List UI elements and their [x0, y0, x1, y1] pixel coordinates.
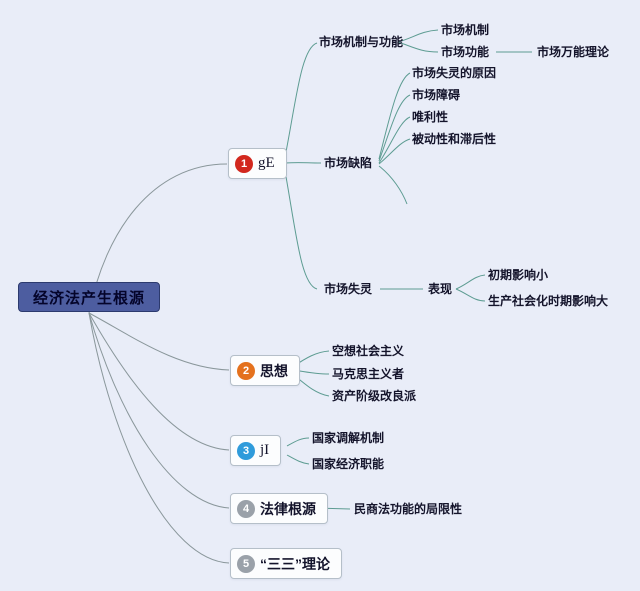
branch-1-number-badge: 1	[235, 154, 253, 173]
topic-utopian[interactable]: 空想社会主义	[332, 344, 405, 358]
branch-5-label: “三三”理论	[260, 555, 330, 572]
connector-root-branch5	[88, 312, 230, 564]
branch-2-label: 思想	[260, 362, 288, 379]
branch-node-5[interactable]: 5 “三三”理论	[230, 548, 342, 579]
connector-defect-obstacle	[378, 94, 411, 162]
connector-mechfunc-function	[397, 41, 439, 53]
topic-marxist[interactable]: 马克思主义者	[332, 367, 405, 381]
topic-market-defect[interactable]: 市场缺陷	[324, 156, 373, 170]
connector-defect-profit	[378, 116, 411, 164]
root-node[interactable]: 经济法产生根源	[18, 282, 160, 312]
topic-passivity-lag[interactable]: 被动性和滞后性	[412, 132, 497, 146]
topic-failure-reason[interactable]: 市场失灵的原因	[412, 66, 497, 80]
topic-social-big[interactable]: 生产社会化时期影响大	[488, 294, 609, 308]
topic-market-mech-func[interactable]: 市场机制与功能	[319, 35, 404, 49]
connector-ji-mediation	[286, 437, 310, 447]
branch-node-4[interactable]: 4 法律根源	[230, 493, 328, 524]
branch-3-label: jI	[260, 442, 270, 458]
topic-market-mechanism[interactable]: 市场机制	[441, 23, 490, 37]
connector-root-branch3	[88, 312, 230, 451]
branch-node-3[interactable]: 3 jI	[230, 435, 282, 466]
connector-root-branch4	[88, 312, 230, 509]
connector-manifest-social	[455, 288, 486, 302]
topic-civil-limit[interactable]: 民商法功能的局限性	[354, 502, 463, 516]
topic-bourgeois[interactable]: 资产阶级改良派	[332, 389, 417, 403]
connector-ge-mechfunc	[284, 42, 318, 158]
branch-4-number-badge: 4	[237, 499, 255, 518]
connector-root-branch2	[88, 312, 230, 371]
branch-4-label: 法律根源	[260, 500, 316, 517]
topic-state-econ[interactable]: 国家经济职能	[312, 457, 385, 471]
branch-3-number-badge: 3	[237, 441, 255, 460]
branch-node-1[interactable]: 1 gE	[228, 148, 287, 179]
connector-defect-collapsed	[378, 165, 408, 205]
topic-market-obstacle[interactable]: 市场障碍	[412, 88, 461, 102]
connector-ge-failure	[284, 170, 318, 290]
topic-state-mediation[interactable]: 国家调解机制	[312, 431, 385, 445]
connector-defect-passivity	[378, 138, 411, 165]
connector-manifest-early	[455, 274, 486, 290]
branch-1-label: gE	[258, 155, 275, 171]
branch-2-number-badge: 2	[237, 361, 255, 380]
connector-defect-reason	[378, 72, 411, 160]
connector-ji-econ	[286, 454, 310, 465]
topic-early-small[interactable]: 初期影响小	[488, 268, 549, 282]
branch-5-number-badge: 5	[237, 554, 255, 573]
topic-market-function[interactable]: 市场功能	[441, 45, 490, 59]
topic-market-almighty[interactable]: 市场万能理论	[537, 45, 610, 59]
connector-mechfunc-mechanism	[397, 29, 439, 43]
topic-manifestation[interactable]: 表现	[428, 282, 453, 296]
topic-profit-only[interactable]: 唯利性	[412, 110, 449, 124]
branch-node-2[interactable]: 2 思想	[230, 355, 300, 386]
topic-market-failure[interactable]: 市场失灵	[324, 282, 373, 296]
